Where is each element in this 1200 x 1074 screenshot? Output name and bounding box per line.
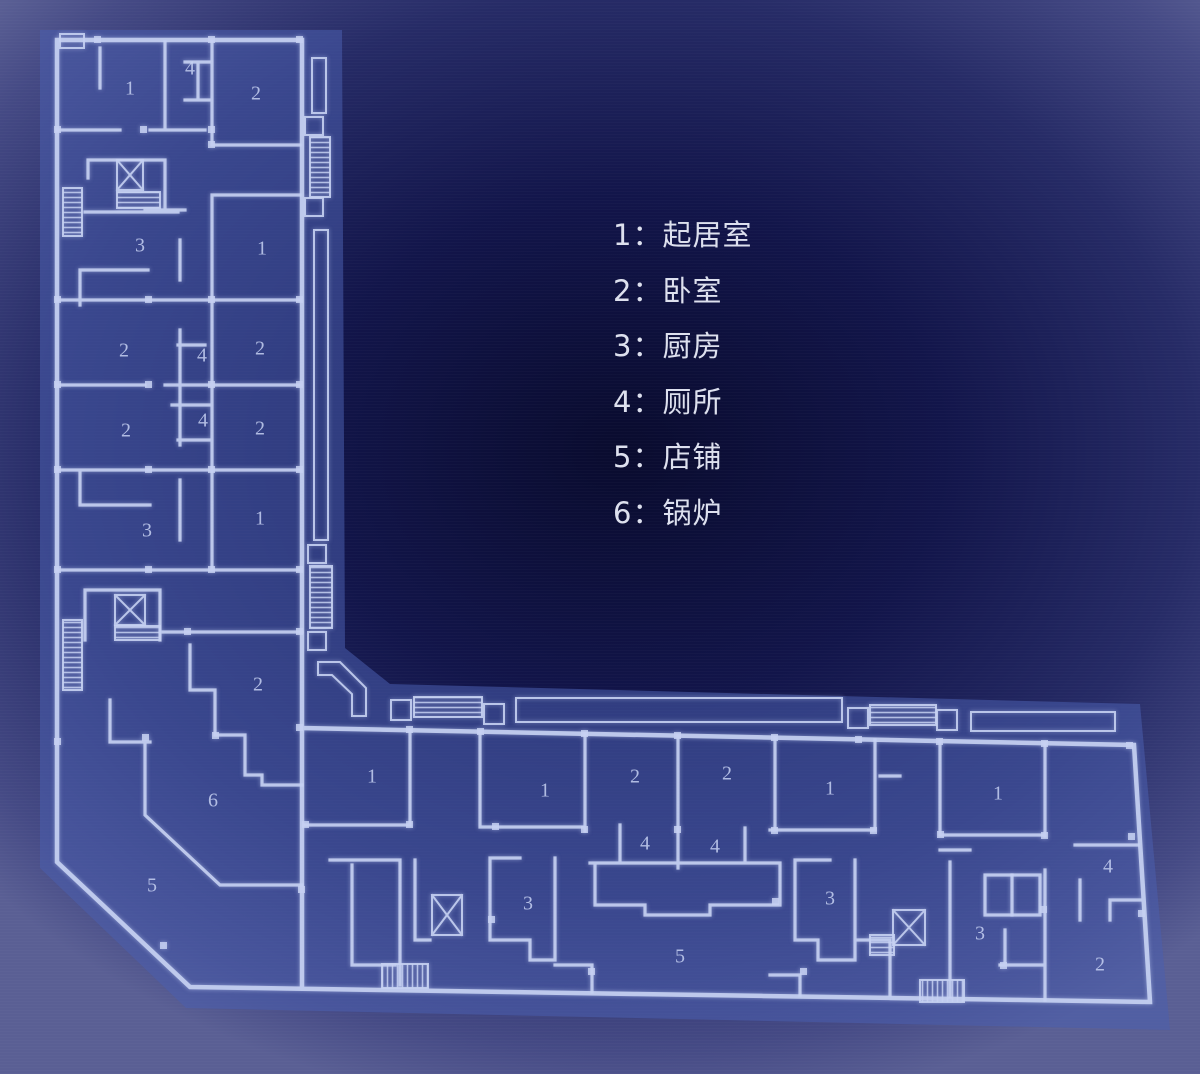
interior-walls-vertical-wing [55,40,304,887]
stairs [869,934,895,956]
stairs [114,625,161,641]
room-label: 4 [640,833,650,855]
room-label: 2 [1095,954,1105,976]
room-label: 2 [255,418,265,440]
room-label: 1 [255,508,265,530]
balcony-rail [313,229,329,541]
room-label: 3 [825,888,835,910]
room-label: 5 [675,946,685,968]
elevator-shafts [113,158,927,947]
corridor-column [307,631,327,651]
stairs [116,191,161,209]
room-label: 1 [367,766,377,788]
outer-walls [54,37,1153,1005]
corridor-column [304,197,324,217]
legend-item-kitchen: 3：厨房 [613,329,723,363]
interior-walls-horizontal-wing [303,728,1142,1002]
storage-room [983,873,1042,917]
room-label: 2 [253,674,263,696]
room-label: 4 [197,345,207,367]
corridor-column [847,707,869,729]
corridor-column [936,709,958,731]
room-label: 4 [710,836,720,858]
room-label: 4 [185,58,195,80]
legend: 1：起居室 2：卧室 3：厨房 4：厕所 5：店铺 6：锅炉 [613,208,752,541]
stairs [919,979,965,1003]
room-label: 1 [125,78,135,100]
window-top-left [59,33,85,49]
stairs [309,136,331,198]
room-label: 3 [975,923,985,945]
room-label: 6 [208,790,218,812]
stairs [62,187,83,237]
stairs [309,565,333,629]
balcony-rail [970,711,1116,732]
room-label: 3 [523,893,533,915]
room-label: 4 [198,410,208,432]
room-label: 3 [135,235,145,257]
room-labels: 4 1 2 3 1 2 4 2 2 4 2 3 1 2 6 5 1 1 2 2 … [119,58,1113,976]
stairs [62,619,83,691]
corridor-column [483,703,505,725]
room-label: 2 [630,766,640,788]
room-label: 1 [257,238,267,260]
legend-item-living-room: 1：起居室 [613,218,753,252]
legend-item-toilet: 4：厕所 [613,384,723,419]
balcony-rail [311,57,327,114]
room-label: 5 [147,875,157,897]
room-label: 1 [540,780,550,802]
room-label: 3 [142,520,152,542]
walls [54,33,1153,1005]
room-label: 2 [119,340,129,362]
room-label: 1 [993,783,1003,805]
room-label: 2 [251,83,261,105]
corridor-column [307,544,327,564]
corridor-column [304,116,324,136]
room-label: 2 [255,338,265,360]
corridor-column [390,699,412,721]
stairs [381,963,429,989]
stairs [413,696,483,718]
room-label: 1 [825,778,835,800]
room-label: 2 [121,420,131,442]
building-footprint [40,30,1170,1030]
balcony-rail [515,697,843,723]
legend-item-shop: 5：店铺 [613,440,723,474]
stairs [869,704,937,726]
legend-item-boiler: 6：锅炉 [613,495,723,530]
legend-item-bedroom: 2：卧室 [613,273,723,308]
room-label: 4 [1103,856,1113,878]
chimney-flue [317,661,367,717]
room-label: 2 [722,763,732,785]
